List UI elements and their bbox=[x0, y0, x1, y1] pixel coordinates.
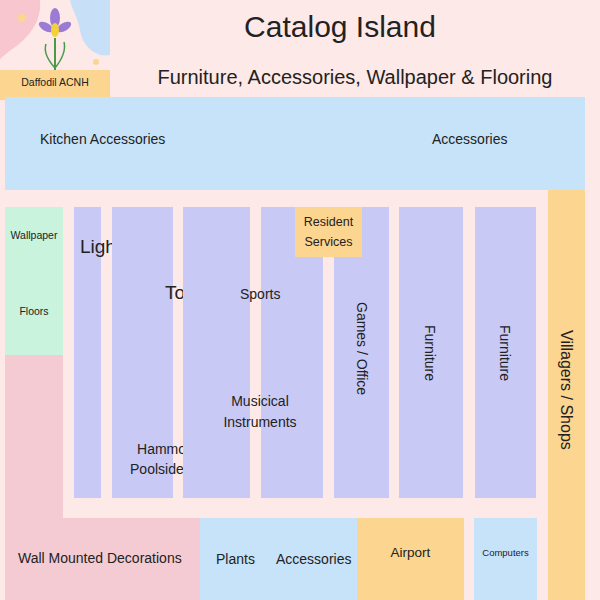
area-label: Villagers / Shops bbox=[557, 330, 576, 450]
aisle: Furniture bbox=[399, 207, 463, 498]
airport-area: Airport bbox=[357, 518, 464, 600]
area-label: Sports bbox=[240, 286, 280, 303]
area-label: Wall Mounted Decorations bbox=[18, 550, 182, 567]
aisle: SportsMusicical Instruments bbox=[183, 207, 250, 498]
aisle: Furniture bbox=[475, 207, 536, 498]
area-label: Accessories bbox=[276, 551, 351, 568]
logo-band bbox=[0, 70, 110, 100]
area-label: Accessories bbox=[432, 131, 507, 148]
area-label: Daffodil ACNH bbox=[0, 76, 110, 89]
map-subtitle: Furniture, Accessories, Wallpaper & Floo… bbox=[115, 66, 595, 89]
map-title: Catalog Island bbox=[120, 10, 560, 44]
area-label: Kitchen Accessories bbox=[40, 131, 165, 148]
logo-blob bbox=[0, 0, 40, 60]
logo-dot bbox=[93, 59, 99, 65]
area-label: Wallpaper bbox=[5, 229, 63, 242]
logo-dot bbox=[18, 14, 26, 22]
logo-box: Daffodil ACNH bbox=[0, 0, 110, 100]
wall-decor-area: Wall Mounted Decorations bbox=[5, 518, 200, 600]
aisle: Lighting bbox=[74, 207, 101, 498]
wall-decor-strip bbox=[5, 355, 63, 518]
area-label: Resident Services bbox=[295, 212, 362, 252]
area-label: Games / Office bbox=[353, 302, 370, 395]
villagers-area: Villagers / Shops bbox=[548, 190, 585, 600]
area-label: Musicical Instruments bbox=[215, 391, 305, 433]
area-label: Floors bbox=[5, 305, 63, 318]
service-box: Resident Services bbox=[295, 207, 362, 257]
daffodil-flower bbox=[37, 8, 73, 70]
wallpaper-area: WallpaperFloors bbox=[5, 207, 63, 355]
aisle: ToysHammocks/ Poolside beds bbox=[112, 207, 173, 498]
kitchen-area: Kitchen Accessories Accessories bbox=[5, 97, 585, 190]
logo-ground bbox=[0, 0, 110, 100]
area-label: Furniture bbox=[496, 325, 513, 381]
area-label: Computers bbox=[474, 547, 537, 558]
area-label: Furniture bbox=[421, 325, 438, 381]
area-label: Airport bbox=[357, 545, 464, 561]
logo-blob bbox=[70, 0, 110, 55]
computers-area: Computers bbox=[474, 518, 537, 600]
plants-area: Plants Accessories bbox=[200, 518, 357, 600]
area-label: Plants bbox=[216, 551, 255, 568]
